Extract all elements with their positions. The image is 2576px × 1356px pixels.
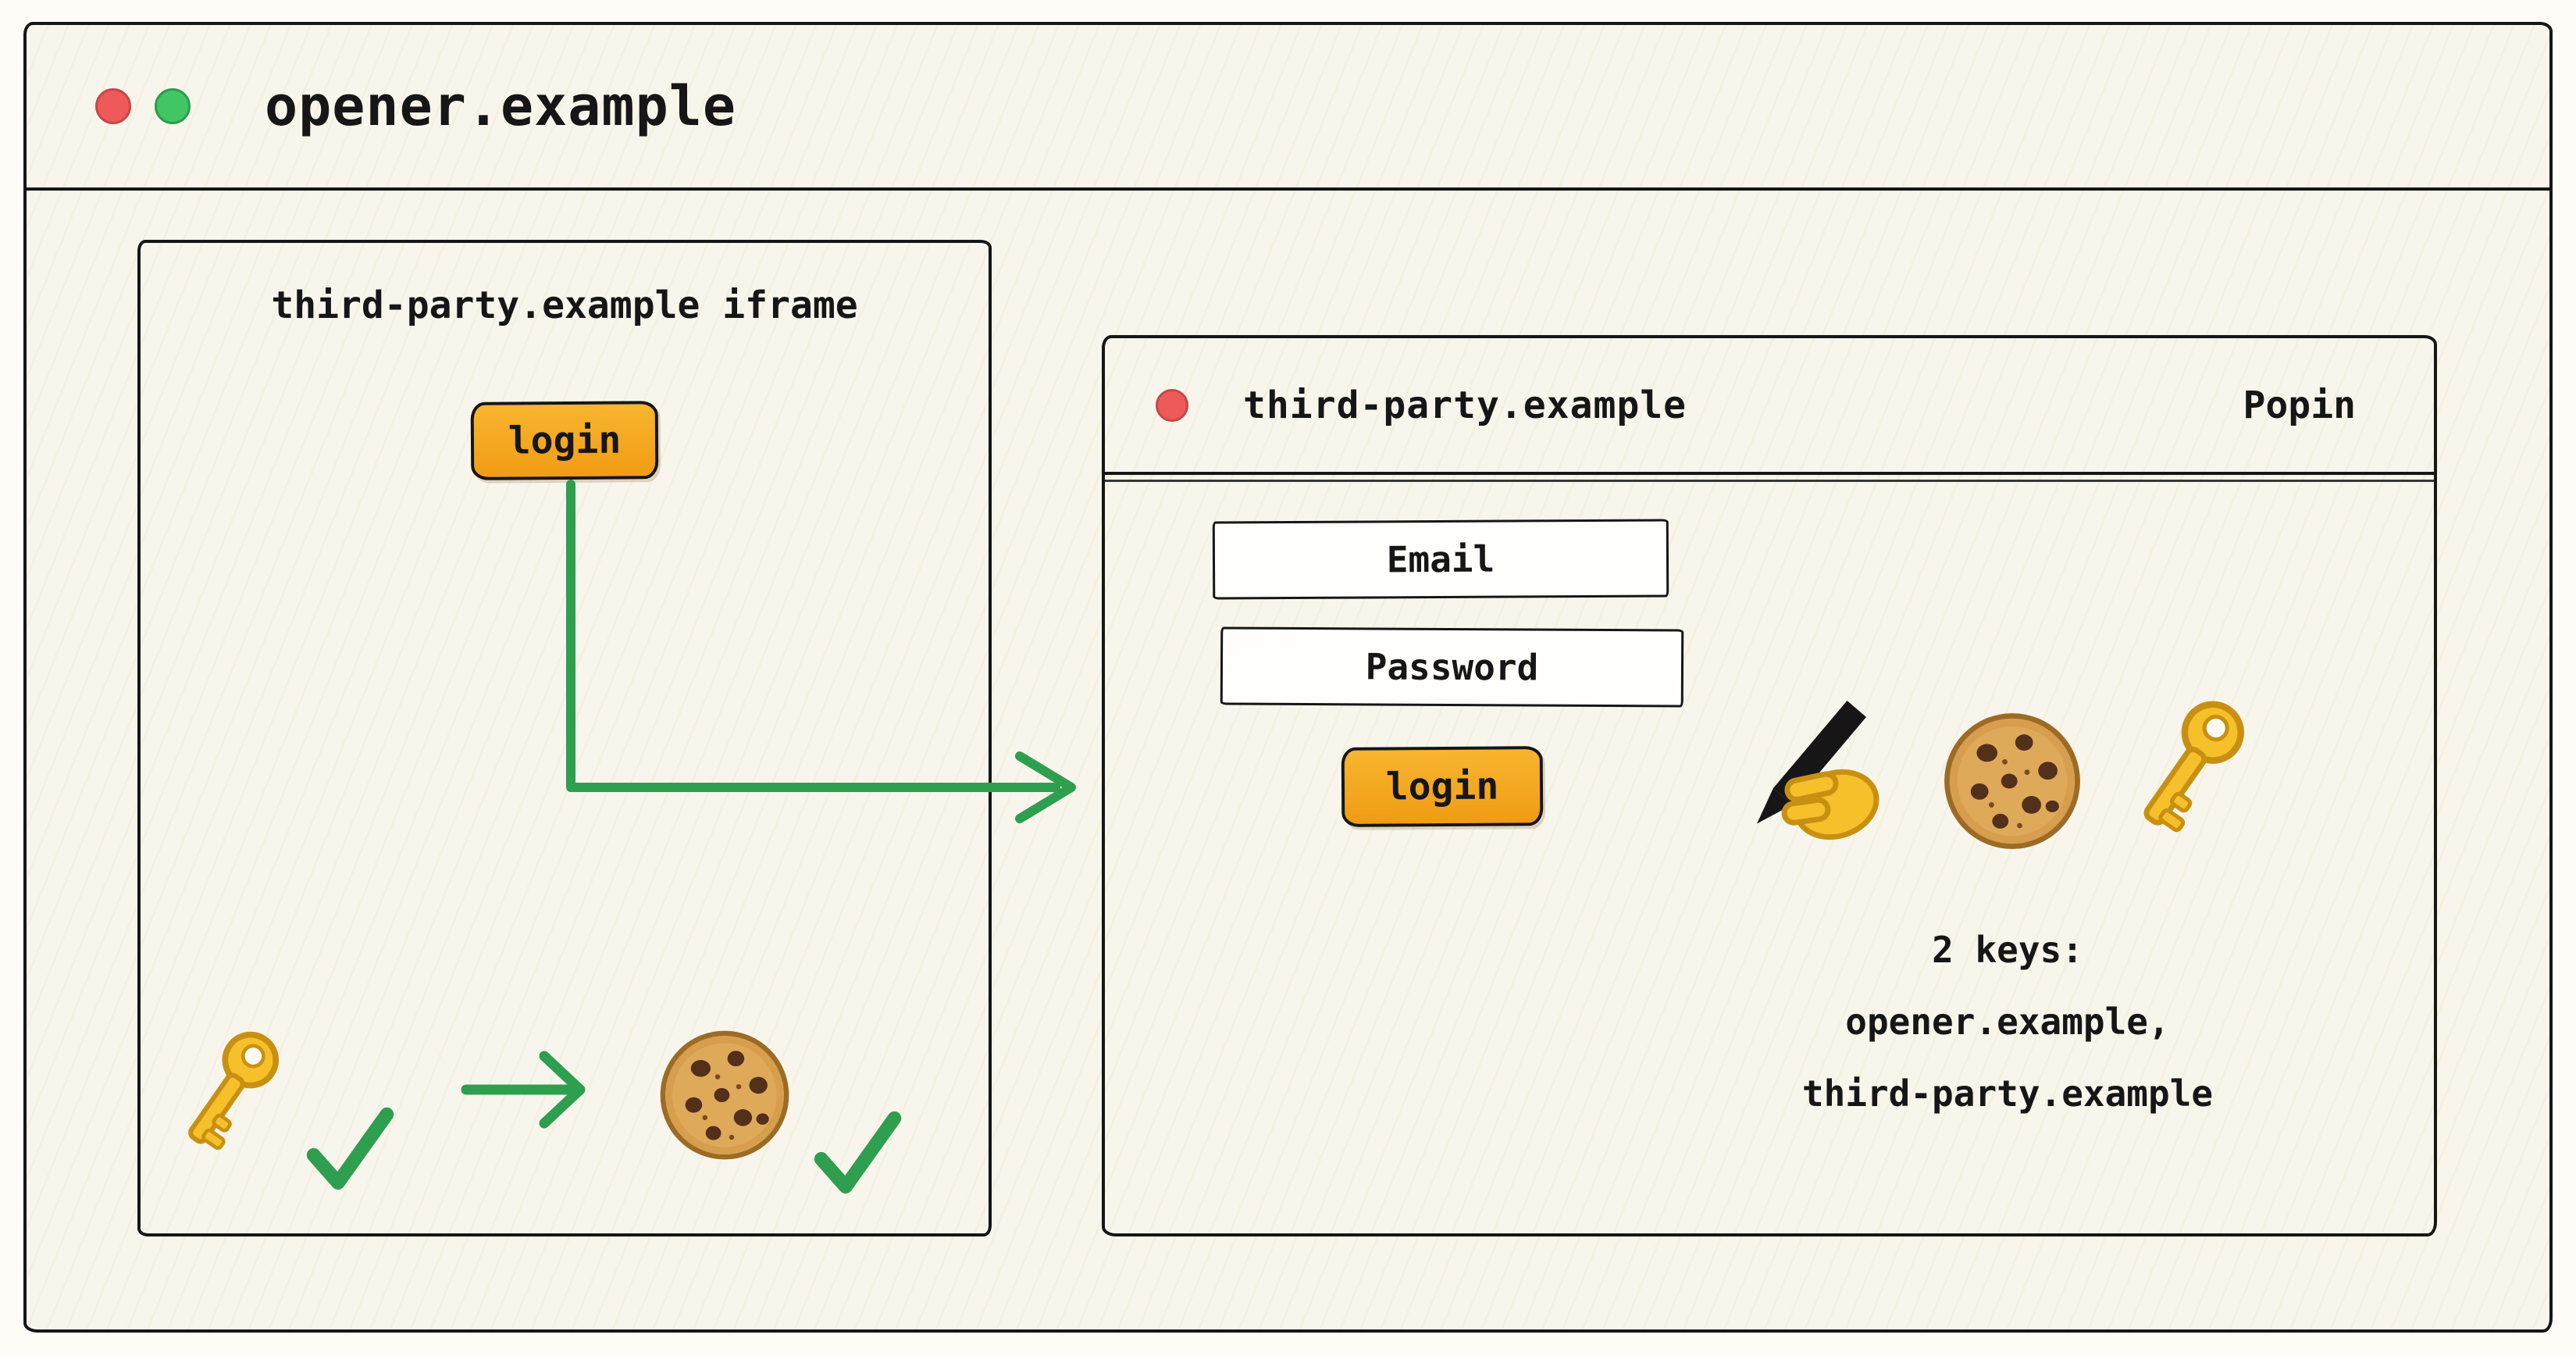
key-icon [2108, 687, 2268, 848]
cookie-icon [1938, 707, 2086, 855]
popin-titlebar: third-party.example Popin [1105, 338, 2434, 482]
opener-browser-window: opener.example third-party.example ifram… [23, 22, 2553, 1333]
key-icon [156, 1019, 301, 1164]
right-arrow-icon [461, 1051, 586, 1129]
caption-line: 2 keys: [1932, 929, 2083, 971]
window-maximize-icon[interactable] [155, 88, 191, 124]
popin-close-icon[interactable] [1156, 388, 1188, 422]
caption-line: opener.example, [1845, 1001, 2170, 1043]
popin-window-type-label: Popin [2243, 383, 2357, 427]
iframe-login-button[interactable]: login [470, 401, 659, 480]
caption-line: third-party.example [1801, 1072, 2214, 1115]
keys-caption: 2 keys: opener.example, third-party.exam… [1734, 914, 2281, 1129]
popin-login-button[interactable]: login [1341, 746, 1544, 827]
opener-titlebar: opener.example [27, 25, 2549, 191]
popin-window: third-party.example Popin Email Password… [1102, 335, 2437, 1236]
email-field[interactable]: Email [1212, 519, 1669, 600]
popin-window-title: third-party.example [1243, 383, 1687, 427]
third-party-iframe-panel: third-party.example iframe login [137, 240, 992, 1236]
checkmark-icon [808, 1105, 906, 1203]
cookie-icon [654, 1025, 795, 1165]
password-field[interactable]: Password [1220, 626, 1684, 708]
checkmark-icon [301, 1101, 398, 1199]
opener-window-title: opener.example [265, 74, 737, 138]
iframe-title: third-party.example iframe [271, 284, 858, 327]
window-close-icon[interactable] [95, 88, 131, 124]
writing-hand-icon [1730, 695, 1894, 859]
